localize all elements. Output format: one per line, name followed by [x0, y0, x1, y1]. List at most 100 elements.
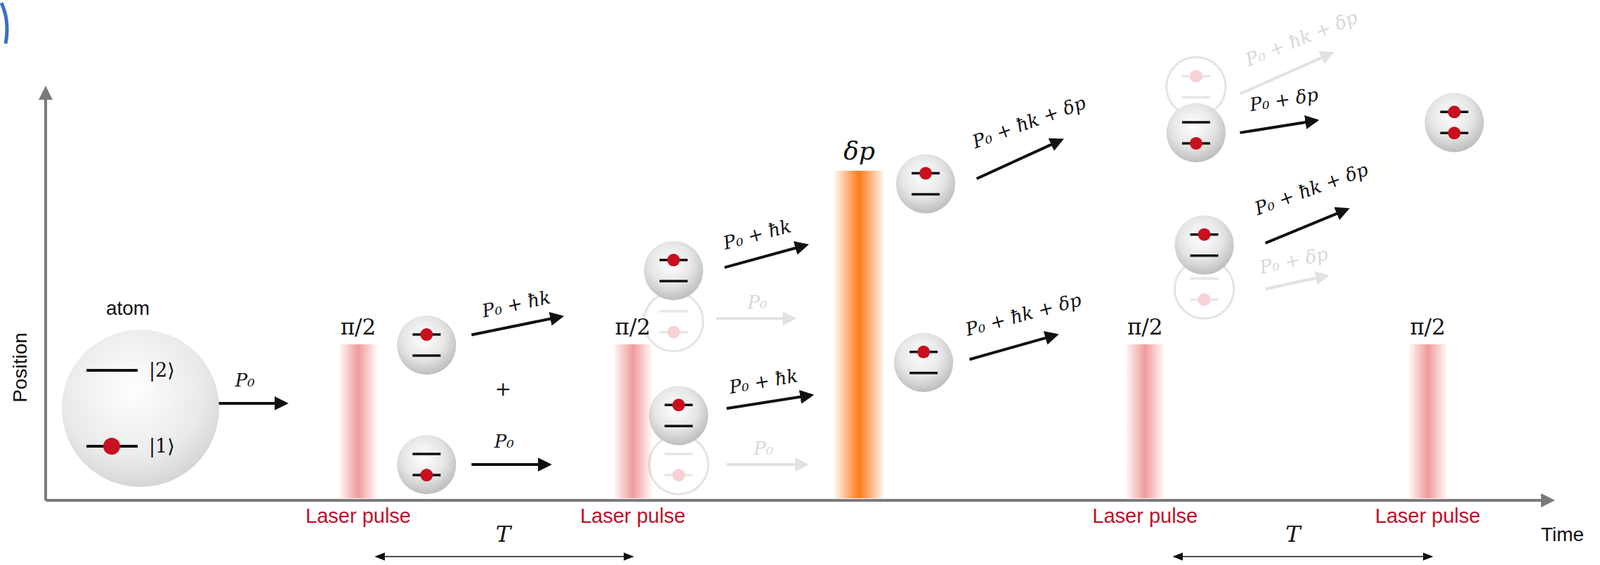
energy-level: [1190, 276, 1219, 280]
pulse-label: Laser pulse: [1375, 505, 1481, 528]
period-bracket: [1173, 555, 1433, 557]
level-label: |2⟩: [148, 359, 175, 381]
energy-level: [659, 309, 688, 313]
electron-dot: [667, 253, 680, 267]
electron-dot: [1448, 126, 1461, 140]
momentum-arrow: [1239, 120, 1317, 133]
atom-state: [1174, 215, 1234, 275]
electron-dot: [1448, 105, 1461, 118]
atom-body: [1424, 92, 1484, 152]
pulse-area: π/2: [340, 314, 377, 339]
atom-state: [894, 332, 954, 392]
pulse-label: Laser pulse: [580, 505, 686, 528]
momentum-arrow: [726, 394, 812, 409]
kick-label: δp: [843, 136, 876, 166]
momentum-label: P₀ + ħk: [480, 287, 553, 321]
momentum-arrow: [969, 335, 1057, 360]
period-bracket: [375, 555, 633, 557]
atom-state: [396, 315, 456, 375]
atom-state: [648, 385, 708, 445]
momentum-label: P₀ + ħk + δp: [969, 92, 1088, 153]
pulse-area: π/2: [615, 314, 652, 339]
laser-pulse: π/2Laser pulse: [613, 344, 652, 498]
atom-body: [1166, 103, 1226, 163]
atom-state: [396, 434, 456, 494]
level-label: |1⟩: [148, 435, 175, 457]
energy-level: [1190, 254, 1219, 258]
pulse-area: π/2: [1127, 314, 1164, 339]
electron-dot: [917, 345, 930, 359]
atom-label: atom: [106, 297, 150, 320]
energy-level: [664, 424, 693, 428]
momentum-label: P₀ + ħk: [727, 365, 800, 398]
momentum-arrow: [1265, 209, 1348, 244]
momentum-label: P₀ + ħk + δp: [1242, 7, 1361, 71]
electron-dot: [667, 325, 680, 339]
electron-dot: [1198, 292, 1211, 306]
axis-label: Time: [1541, 523, 1584, 546]
electron-dot: [1189, 70, 1203, 83]
atom-state: [896, 153, 956, 213]
atom-body: [644, 240, 704, 300]
atom-body: [396, 434, 456, 494]
momentum-label: P₀: [747, 292, 767, 313]
energy-level: [911, 193, 940, 196]
atom-state: [1166, 103, 1226, 163]
atom-body: [896, 153, 956, 213]
momentum-arrow: [716, 316, 794, 320]
axis-label: Position: [9, 332, 32, 403]
atom-body: [1174, 215, 1234, 275]
momentum-arrow: [209, 401, 286, 405]
atom-body: [648, 385, 708, 445]
electron-dot: [672, 468, 685, 482]
energy-level: [659, 279, 688, 283]
energy-level: [664, 452, 693, 456]
energy-level: [1182, 96, 1211, 100]
energy-level: [909, 371, 938, 375]
momentum-arrow: [471, 462, 549, 466]
laser-pulse: π/2Laser pulse: [1408, 344, 1447, 498]
momentum-label: P₀ + δp: [1248, 84, 1320, 116]
atom-body: [894, 332, 954, 392]
period-label: T: [495, 522, 511, 548]
atom-body: [396, 315, 456, 375]
momentum-label: P₀: [753, 438, 774, 459]
momentum-label: P₀ + ħk: [721, 216, 794, 254]
electron-dot: [420, 328, 433, 341]
energy-level: [1182, 120, 1211, 124]
atom-state: [1424, 92, 1484, 152]
momentum-label: P₀ + δp: [1257, 243, 1330, 277]
atom-state: [644, 292, 704, 352]
momentum-kick-pulse: δp: [834, 170, 884, 498]
laser-pulse: π/2Laser pulse: [1125, 344, 1164, 498]
period-label: T: [1285, 522, 1301, 548]
atom-node: atom|2⟩|1⟩: [61, 329, 220, 487]
pulse-label: Laser pulse: [305, 505, 411, 528]
momentum-label: P₀: [235, 369, 255, 390]
energy-diagram: [61, 329, 220, 487]
electron-dot: [1189, 136, 1203, 150]
electron-dot: [919, 167, 933, 180]
electron-dot: [672, 398, 685, 411]
pulse-label: Laser pulse: [1092, 505, 1198, 528]
position-axis: [44, 88, 48, 501]
energy-level: [86, 368, 138, 372]
time-axis: [45, 498, 1553, 502]
laser-pulse: π/2Laser pulse: [339, 344, 378, 498]
atom-body: [644, 292, 704, 352]
energy-level: [412, 353, 441, 357]
momentum-label: P₀ + ħk + δp: [1252, 158, 1372, 219]
electron-dot: [420, 468, 433, 482]
momentum-arrow: [726, 462, 807, 466]
corner-mark: [1, 2, 8, 44]
electron-dot: [1198, 228, 1211, 241]
energy-level: [412, 452, 441, 456]
momentum-label: P₀ + ħk + δp: [963, 289, 1084, 340]
electron-dot: [103, 437, 121, 455]
momentum-arrow: [1265, 275, 1327, 289]
pulse-area: π/2: [1409, 314, 1446, 339]
momentum-label: P₀: [494, 430, 515, 451]
superposition-sign: +: [495, 377, 512, 400]
